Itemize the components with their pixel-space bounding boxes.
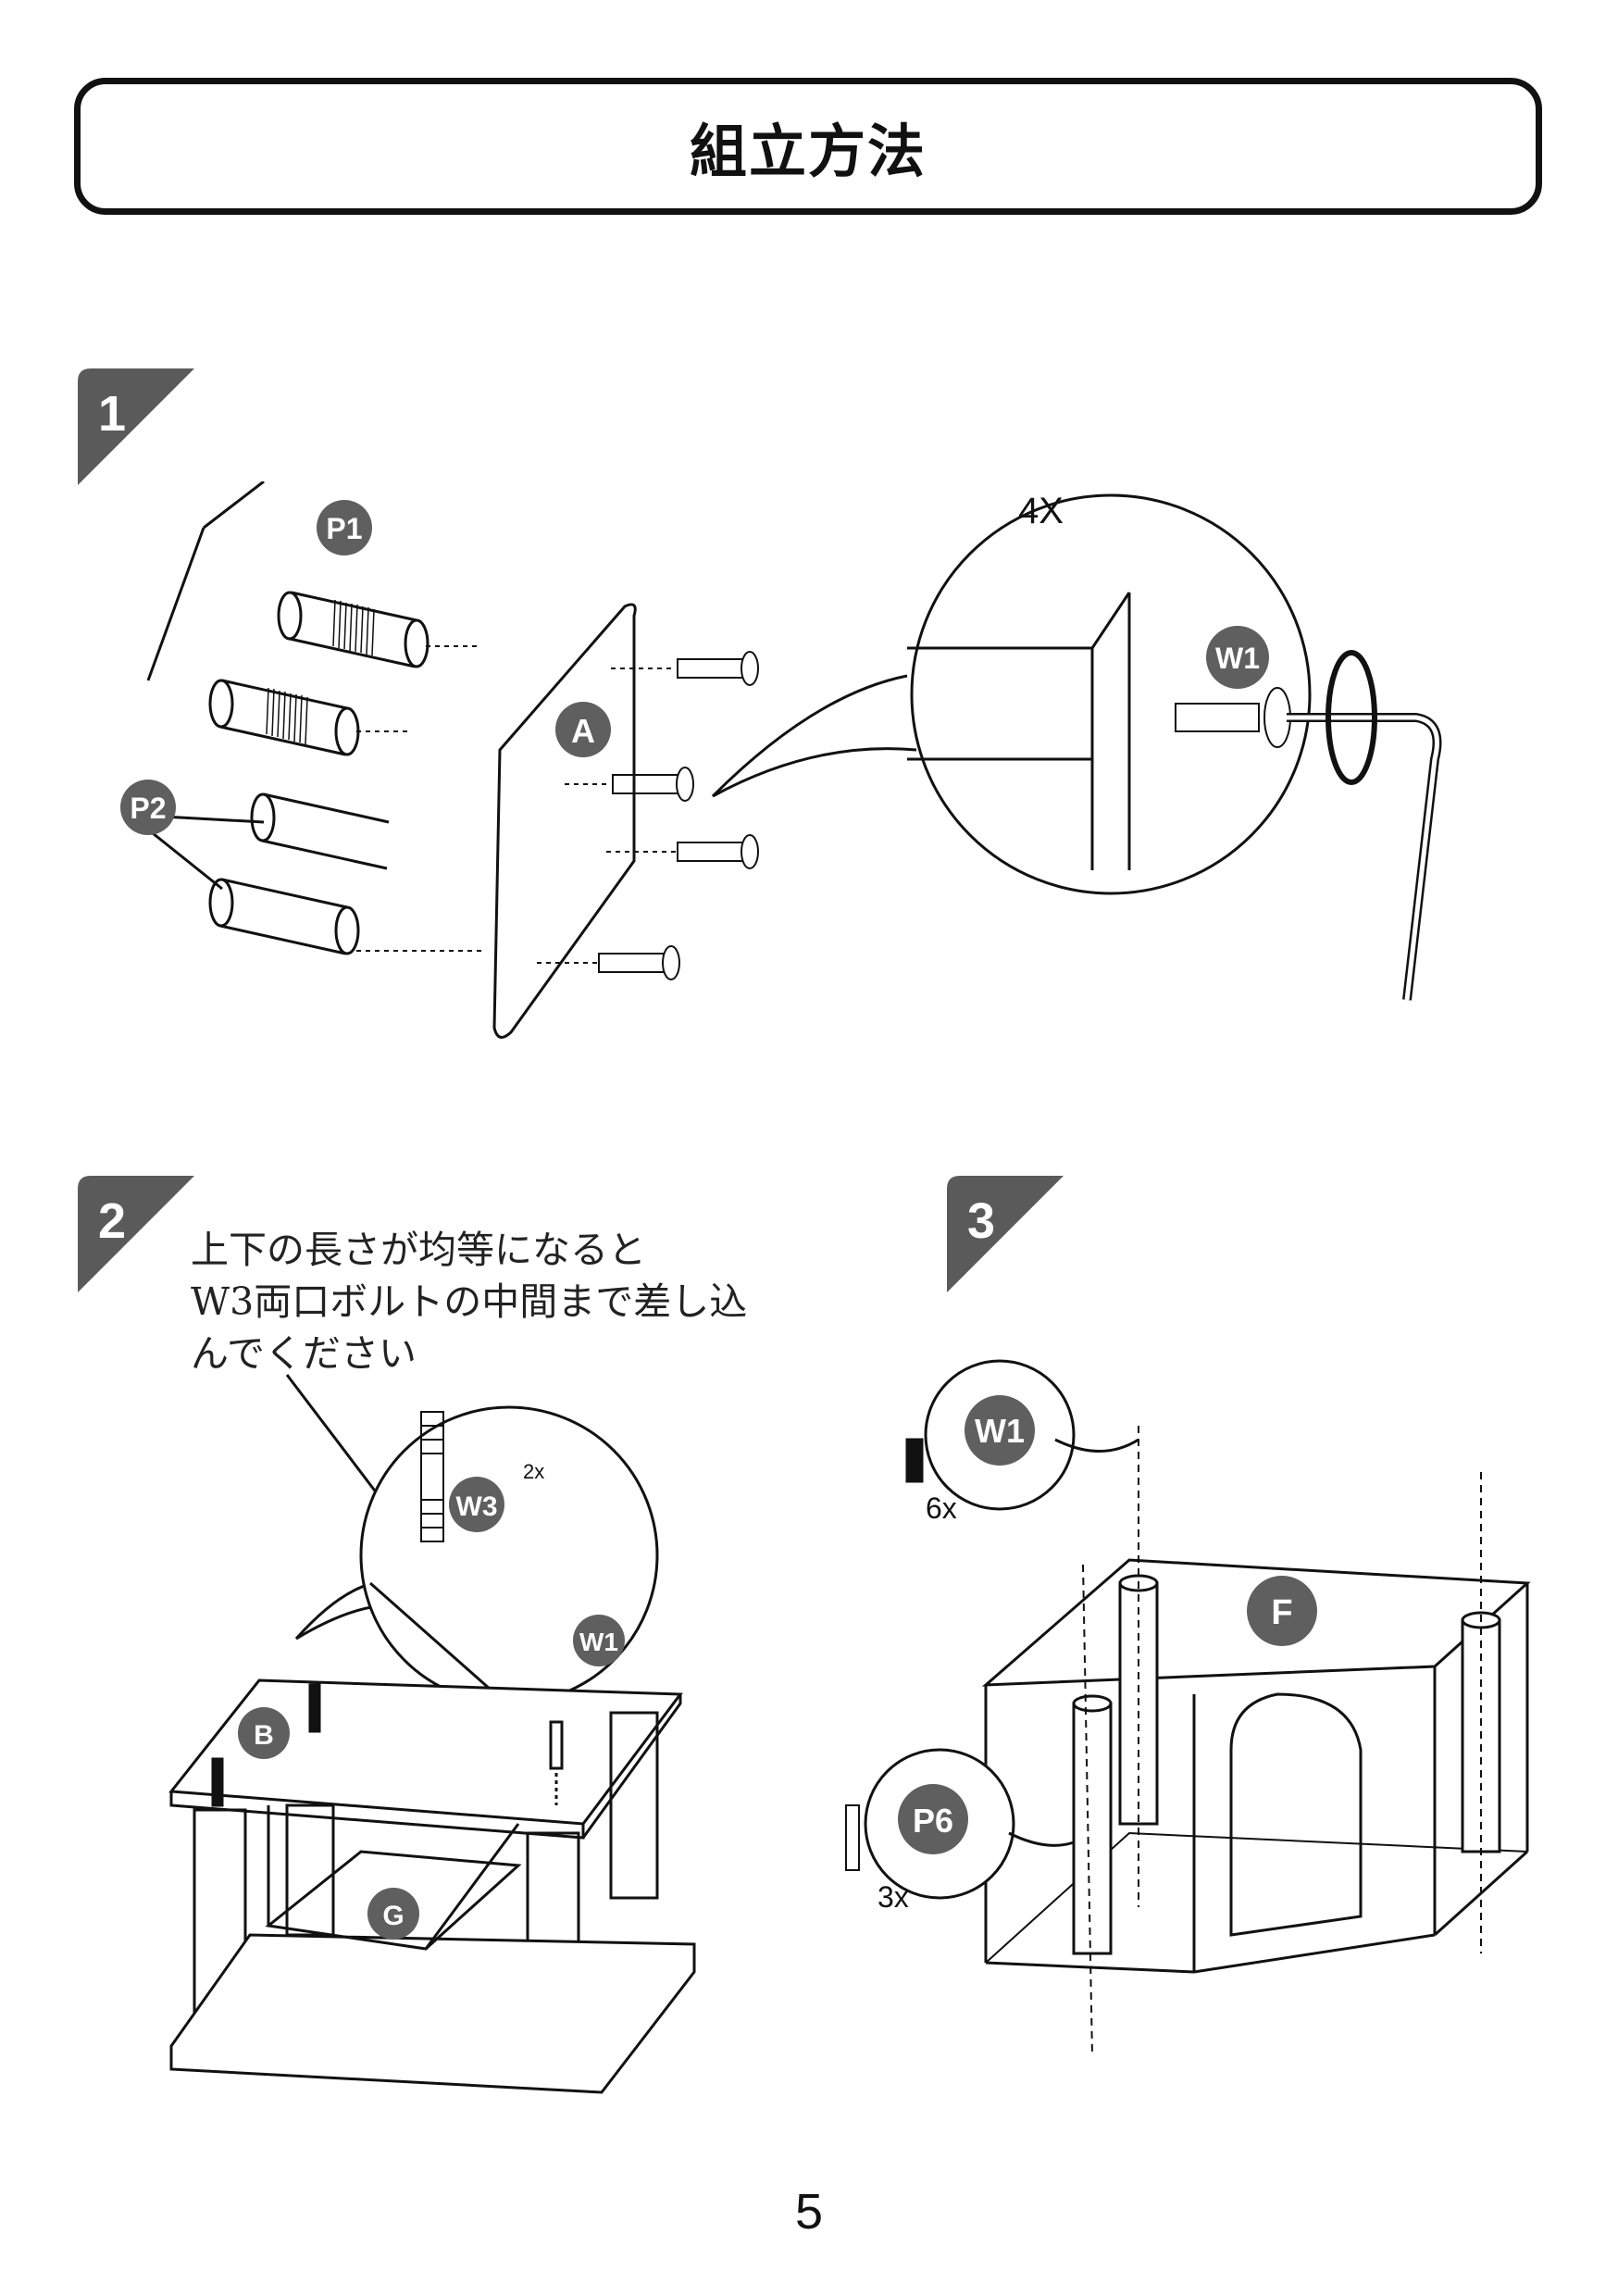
- step-1-diagram: P1 P2 A W1 4X: [120, 481, 1442, 1039]
- part-label-p2: P2: [120, 780, 176, 835]
- label-a: A: [571, 712, 595, 750]
- part-label-w1-step2: W1: [573, 1615, 625, 1666]
- step-2-badge: 2: [78, 1176, 198, 1296]
- p6-quantity: 3x: [877, 1880, 909, 1914]
- title-banner: 組立方法: [74, 78, 1542, 215]
- label-w1-step1: W1: [1215, 642, 1260, 675]
- label-b: B: [254, 1720, 274, 1751]
- page-number: 5: [794, 2184, 824, 2240]
- instruction-line-2: W3両口ボルトの中間まで差し込: [191, 1279, 748, 1324]
- label-w1-step3: W1: [975, 1412, 1025, 1450]
- instruction-line-1: 上下の長さが均等になると: [191, 1228, 646, 1272]
- step-2-number: 2: [98, 1193, 127, 1249]
- part-label-b: B: [238, 1707, 290, 1759]
- label-p6: P6: [913, 1802, 953, 1840]
- step-2-instruction: 上下の長さが均等になると W3両口ボルトの中間まで差し込 んでください: [191, 1224, 839, 1379]
- step-3-badge: 3: [947, 1176, 1067, 1296]
- w1-quantity: 6x: [926, 1491, 957, 1525]
- part-label-w1-step3: W1: [965, 1395, 1035, 1466]
- step-1-badge: 1: [78, 368, 198, 489]
- label-g: G: [382, 1901, 404, 1931]
- part-label-w1-step1: W1: [1206, 626, 1269, 689]
- part-label-a: A: [555, 702, 611, 757]
- step-2-diagram: W3 2x W1 B G: [168, 1374, 696, 2094]
- w3-quantity: 2x: [523, 1460, 544, 1483]
- label-p2: P2: [130, 792, 166, 825]
- part-label-w3: W3: [449, 1477, 504, 1532]
- part-label-p1: P1: [317, 500, 372, 555]
- step-3-number: 3: [967, 1193, 996, 1249]
- quantity-4x: 4X: [1018, 491, 1064, 531]
- label-p1: P1: [326, 512, 362, 545]
- label-w3: W3: [456, 1491, 498, 1522]
- label-f: F: [1271, 1593, 1292, 1632]
- page-title: 組立方法: [689, 118, 927, 185]
- part-label-f: F: [1247, 1576, 1317, 1646]
- part-label-g: G: [367, 1888, 419, 1940]
- step-3-diagram: W1 6x F P6 3x: [845, 1359, 1531, 2056]
- part-label-p6: P6: [898, 1784, 968, 1854]
- instruction-line-3: んでください: [191, 1331, 417, 1376]
- step-1-number: 1: [98, 386, 127, 442]
- label-w1-step2: W1: [579, 1628, 618, 1656]
